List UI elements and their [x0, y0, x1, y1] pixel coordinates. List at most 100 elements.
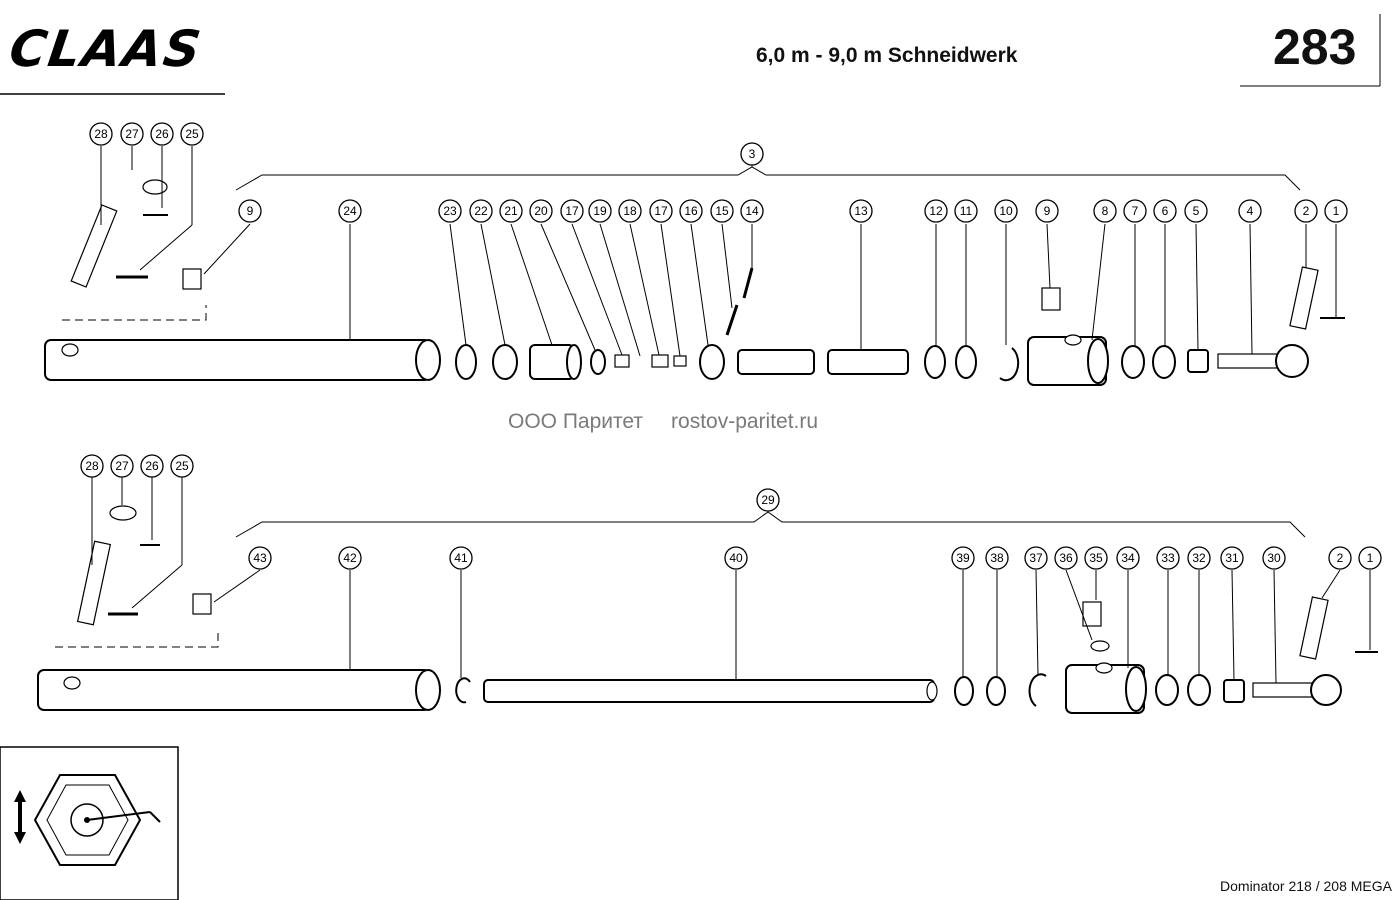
- page-title: 6,0 m - 9,0 m Schneidwerk: [756, 44, 1018, 67]
- ring-22: [492, 344, 518, 380]
- upper-assembly: [44, 146, 1345, 386]
- part-number: 26: [145, 459, 159, 473]
- part-number: 20: [534, 204, 548, 218]
- part-callout-43: 43: [248, 546, 272, 570]
- nut-5: [1187, 349, 1209, 373]
- piston-rod-upper: [737, 349, 815, 375]
- part-callout-14: 14: [740, 199, 764, 223]
- part-callout-18: 18: [618, 199, 642, 223]
- part-callout-38: 38: [985, 546, 1009, 570]
- part-callout-30: 30: [1262, 546, 1286, 570]
- ring-23: [455, 344, 477, 380]
- part-number: 1: [1367, 551, 1374, 565]
- ring-6: [1152, 345, 1176, 379]
- bushing-16: [699, 344, 725, 380]
- watermark-company: ООО Паритет: [508, 410, 644, 433]
- nut-31: [1223, 679, 1245, 703]
- part-number: 18: [623, 204, 637, 218]
- bolt-2-upper: [1289, 266, 1319, 330]
- part-callout-39: 39: [951, 546, 975, 570]
- part-callout-1: 1: [1324, 199, 1348, 223]
- part-number: 23: [443, 204, 457, 218]
- rod-eye-30: [1310, 674, 1342, 706]
- part-number: 15: [715, 204, 729, 218]
- part-number: 7: [1132, 204, 1139, 218]
- part-callout-11: 11: [954, 199, 978, 223]
- location-thumbnail: [0, 746, 179, 900]
- part-callout-40: 40: [724, 546, 748, 570]
- rod-eye-4: [1275, 344, 1309, 378]
- part-number: 43: [253, 551, 267, 565]
- ring-39: [954, 676, 974, 706]
- part-callout-9: 9: [238, 199, 262, 223]
- ring-32: [1187, 674, 1211, 706]
- part-callout-35: 35: [1084, 546, 1108, 570]
- outer-tube-upper: [44, 339, 431, 381]
- bolt-pin-upper: [70, 204, 118, 288]
- grease-nipple-upper-left: [182, 268, 202, 290]
- part-callout-9: 9: [1035, 199, 1059, 223]
- washer-upper: [142, 179, 168, 195]
- part-number: 5: [1193, 204, 1200, 218]
- part-number: 37: [1029, 551, 1043, 565]
- part-number: 28: [85, 459, 99, 473]
- threaded-rod-4: [1217, 353, 1283, 369]
- part-number: 26: [155, 127, 169, 141]
- part-callout-15: 15: [710, 199, 734, 223]
- part-number: 30: [1267, 551, 1281, 565]
- footer-model: Dominator 218 / 208 MEGA: [1220, 878, 1392, 894]
- lower-assembly: [37, 477, 1378, 714]
- ring-38: [986, 676, 1006, 706]
- washer-36: [1090, 640, 1110, 652]
- part-callout-41: 41: [449, 546, 473, 570]
- ring-7: [1121, 345, 1145, 379]
- part-callout-25: 25: [180, 122, 204, 146]
- piston-rod-lower: [483, 679, 935, 703]
- part-callout-28: 28: [89, 122, 113, 146]
- part-callout-7: 7: [1123, 199, 1147, 223]
- part-callout-22: 22: [469, 199, 493, 223]
- part-callout-17: 17: [649, 199, 673, 223]
- grease-nipple-lower: [192, 593, 212, 615]
- part-callout-2: 2: [1294, 199, 1318, 223]
- part-callout-1: 1: [1358, 546, 1382, 570]
- bolt-2-lower: [1299, 596, 1329, 660]
- part-callout-13: 13: [849, 199, 873, 223]
- part-callout-25: 25: [170, 454, 194, 478]
- part-callout-17: 17: [560, 199, 584, 223]
- valve-17a: [614, 354, 630, 368]
- part-callout-36: 36: [1054, 546, 1078, 570]
- part-number: 25: [185, 127, 199, 141]
- part-number: 10: [999, 204, 1013, 218]
- part-callout-23: 23: [438, 199, 462, 223]
- valve-17b: [673, 355, 687, 367]
- part-number: 22: [474, 204, 488, 218]
- part-callout-12: 12: [924, 199, 948, 223]
- ring-33: [1155, 674, 1179, 706]
- part-number: 21: [504, 204, 518, 218]
- part-number: 9: [247, 204, 254, 218]
- part-number: 25: [175, 459, 189, 473]
- washer-lower: [109, 505, 137, 521]
- snap-ring-41: [455, 677, 471, 704]
- ring-12: [924, 345, 946, 379]
- page-number: 283: [1273, 19, 1357, 75]
- part-callout-26: 26: [150, 122, 174, 146]
- part-callout-6: 6: [1153, 199, 1177, 223]
- part-callout-27: 27: [120, 122, 144, 146]
- part-number: 38: [990, 551, 1004, 565]
- part-callout-8: 8: [1093, 199, 1117, 223]
- part-number: 4: [1247, 204, 1254, 218]
- part-callout-4: 4: [1238, 199, 1262, 223]
- part-number: 33: [1161, 551, 1175, 565]
- part-number: 27: [125, 127, 139, 141]
- part-number: 24: [343, 204, 357, 218]
- part-callout-37: 37: [1024, 546, 1048, 570]
- part-number: 16: [684, 204, 698, 218]
- part-number: 2: [1337, 551, 1344, 565]
- snap-ring-10: [999, 347, 1020, 382]
- part-number: 40: [729, 551, 743, 565]
